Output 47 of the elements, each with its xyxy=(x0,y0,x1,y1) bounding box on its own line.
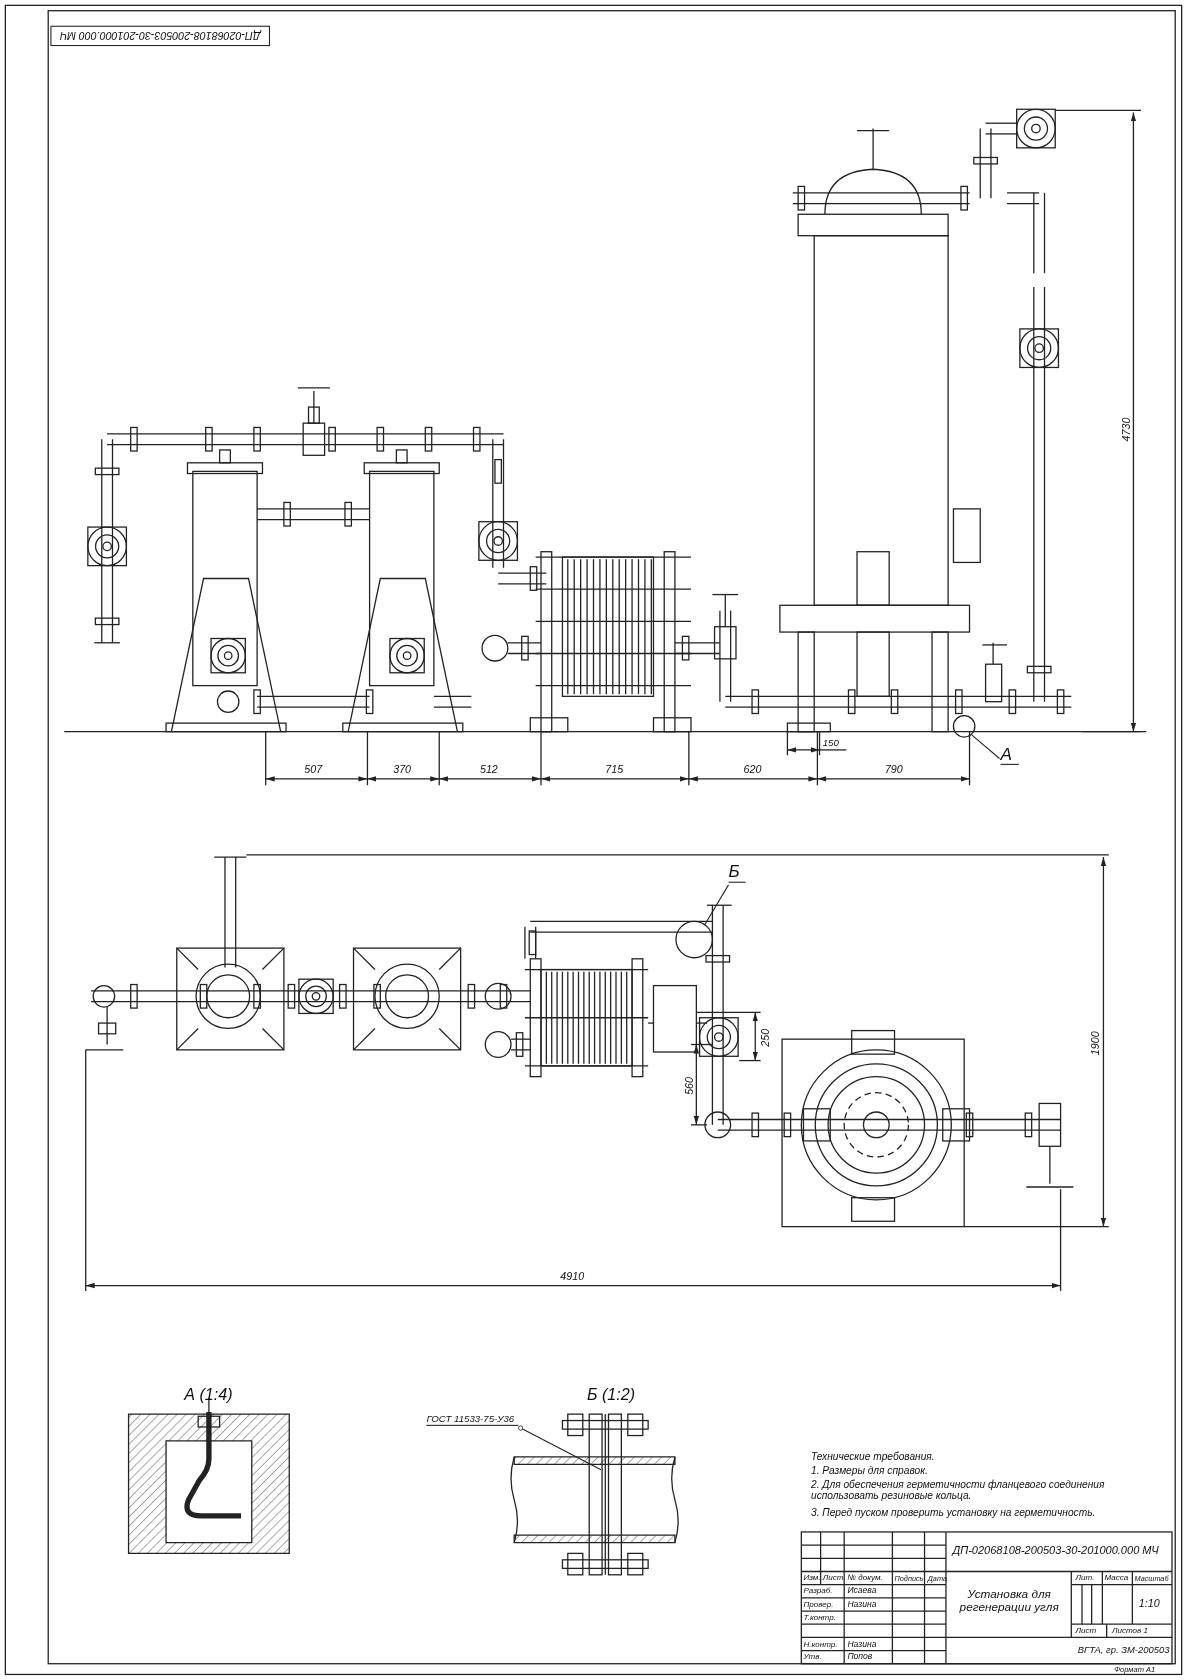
drawing-title: Установка для регенерации угля xyxy=(958,1587,1060,1614)
dimension-value: 790 xyxy=(884,763,903,776)
detail-callout-letter: Б xyxy=(728,862,747,883)
dimension-value: 560 xyxy=(683,1077,696,1095)
title-block-label: Лист xyxy=(822,1573,844,1583)
title-block-label: Разраб. xyxy=(803,1586,833,1596)
dimension-value: 370 xyxy=(393,763,412,776)
dimension-value: 507 xyxy=(304,763,323,776)
detail-callout-letter: А xyxy=(1000,744,1019,765)
note-text: 2. Для обеспечения герметичности фланцевого соединения использовать резиновые кольца. xyxy=(810,1479,1106,1502)
view-title: А (1:4) xyxy=(184,1386,233,1404)
note-heading: Технические требования. xyxy=(810,1451,935,1463)
title-block-label: Листов 1 xyxy=(1112,1626,1148,1636)
dimension-value: 250 xyxy=(759,1028,772,1047)
leader-line xyxy=(971,734,1001,759)
dimension-value: 4730 xyxy=(1120,417,1133,442)
view-title: Б (1:2) xyxy=(587,1386,636,1404)
note-text: 1. Размеры для справок. xyxy=(810,1465,928,1477)
standard-reference: ГОСТ 11533-75-У36 xyxy=(426,1414,519,1426)
title-block-label: Масса xyxy=(1104,1573,1129,1583)
dimension-value: 1900 xyxy=(1089,1031,1102,1056)
title-block-label: Изм. xyxy=(803,1573,821,1583)
title-block-label: Утв. xyxy=(803,1653,822,1662)
dimension-value: 512 xyxy=(479,763,498,776)
document-designation: ДП-02068108-200503-30-201000.000 МЧ xyxy=(952,1544,1159,1557)
signature-name: Исаева xyxy=(847,1586,877,1596)
dimension-value: 150 xyxy=(822,738,839,749)
title-block-label: Лит. xyxy=(1075,1573,1095,1583)
organization-name: ВГТА, гр. ЗМ-200503 xyxy=(1077,1645,1170,1656)
title-block-label: Лист xyxy=(1075,1626,1097,1636)
note-text: 3. Перед пуском проверить установку на герметичность. xyxy=(810,1507,1096,1519)
detail-marker-circle xyxy=(952,715,976,738)
dimension-value: 620 xyxy=(743,763,762,776)
scale-value: 1:10 xyxy=(1138,1597,1160,1610)
title-block-label: Т.контр. xyxy=(803,1613,836,1623)
document-code-stamp: ДП-02068108-200503-30-201000.000 МЧ xyxy=(50,25,270,47)
title-block-label: № докум. xyxy=(847,1573,883,1583)
title-block-label: Н.контр. xyxy=(803,1639,838,1649)
title-block-label: Провер. xyxy=(803,1600,834,1609)
signature-name: Попов xyxy=(847,1653,873,1663)
signature-name: Назина xyxy=(847,1639,877,1650)
leader-line xyxy=(704,884,729,926)
dimension-value: 4910 xyxy=(560,1270,585,1283)
leader-line xyxy=(518,1425,602,1471)
dimension-value: 715 xyxy=(605,763,624,776)
detail-marker-circle xyxy=(675,920,714,959)
signature-name: Назина xyxy=(847,1600,877,1610)
